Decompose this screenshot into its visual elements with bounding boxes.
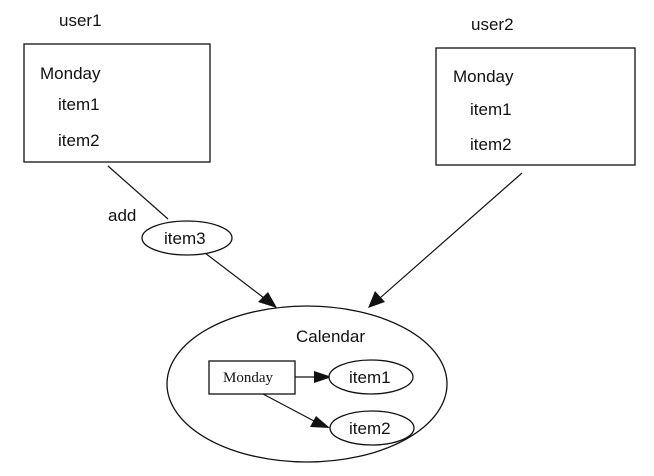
edge-user1-to-calendar bbox=[107, 165, 277, 308]
user2-calendar-box bbox=[435, 47, 636, 166]
user1-item-2: item2 bbox=[58, 131, 100, 150]
user1-group: user1 Monday item1 item2 bbox=[23, 11, 211, 163]
calendar-title: Calendar bbox=[296, 327, 365, 346]
add-item3-group: add item3 bbox=[108, 206, 233, 256]
user2-group: user2 Monday item1 item2 bbox=[435, 15, 636, 166]
arrowhead-icon bbox=[258, 292, 277, 308]
arrowhead-icon bbox=[368, 291, 385, 308]
user1-name: user1 bbox=[59, 11, 102, 30]
added-item-label: item3 bbox=[164, 229, 206, 248]
user2-item-1: item1 bbox=[470, 100, 512, 119]
user1-item-1: item1 bbox=[58, 95, 100, 114]
user1-day: Monday bbox=[40, 64, 101, 83]
add-label: add bbox=[108, 206, 136, 225]
user2-day: Monday bbox=[453, 67, 514, 86]
user2-item-2: item2 bbox=[470, 135, 512, 154]
user1-calendar-box bbox=[23, 43, 211, 163]
user2-name: user2 bbox=[471, 15, 514, 34]
calendar-day-box bbox=[208, 360, 296, 395]
arrowhead-icon bbox=[310, 416, 330, 428]
edge-day-to-item2 bbox=[262, 393, 315, 422]
calendar-item2-node bbox=[329, 410, 415, 446]
added-item-node bbox=[141, 220, 233, 256]
arrowhead-icon bbox=[314, 371, 332, 383]
edge-user2-to-calendar bbox=[368, 172, 523, 308]
shared-calendar-group: Calendar Monday item1 item2 bbox=[166, 305, 448, 463]
calendar-item2-label: item2 bbox=[349, 419, 391, 438]
calendar-item1-node bbox=[328, 359, 414, 395]
calendar-item1-label: item1 bbox=[349, 368, 391, 387]
calendar-day-label: Monday bbox=[223, 370, 273, 386]
